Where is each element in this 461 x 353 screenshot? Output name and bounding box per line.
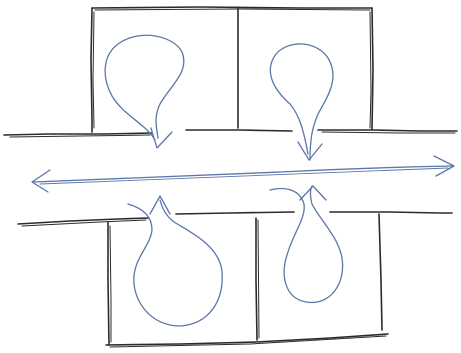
lower-block-right-wall [378, 213, 383, 331]
room-lower-left-up-arrow-icon [149, 195, 171, 215]
airflow [31, 34, 455, 327]
corridor-top-edge-left-retrace [9, 134, 151, 138]
walls [3, 6, 458, 348]
lower-block-left-wall-retrace [109, 225, 112, 343]
corridor-top-edge-right-retrace [321, 131, 456, 134]
corridor-top-edge-left [3, 132, 153, 136]
upper-block-left-wall [90, 7, 93, 133]
upper-block-right-wall [371, 7, 374, 131]
upper-block-right-wall-retrace [369, 11, 372, 129]
lower-block-left-wall [107, 221, 110, 346]
corridor-flow-line-retrace [39, 167, 449, 185]
room-upper-left-loop [104, 34, 185, 141]
lower-block-divider-wall [255, 217, 258, 341]
room-upper-right-down-arrow-icon [297, 141, 323, 161]
corridor-bottom-edge-left [17, 217, 149, 225]
room-lower-right-up-arrow-icon [299, 185, 327, 201]
upper-block-top-wall [91, 6, 373, 9]
lower-block-divider-wall-retrace [257, 219, 260, 339]
left-arrowhead-icon [31, 169, 51, 193]
upper-block-top-wall-retrace [94, 8, 371, 11]
room-upper-right-loop [269, 43, 334, 161]
upper-block-left-wall-retrace [92, 11, 95, 129]
corridor-bottom-edge-middle [175, 211, 295, 215]
room-upper-left-down-arrow-icon [150, 127, 173, 149]
corridor-bottom-edge-right [329, 211, 453, 214]
corridor-flow-line [33, 165, 453, 183]
corridor-bottom-edge-left-retrace [21, 219, 147, 227]
corridor-top-edge-middle [185, 129, 293, 132]
right-arrowhead-icon [433, 155, 455, 177]
lower-block-bottom-wall-retrace [109, 335, 387, 348]
corridor-top-edge-right [317, 129, 458, 132]
room-lower-right-loop [269, 185, 344, 304]
lower-block-bottom-wall [105, 333, 389, 346]
room-lower-left-loop [127, 199, 223, 327]
